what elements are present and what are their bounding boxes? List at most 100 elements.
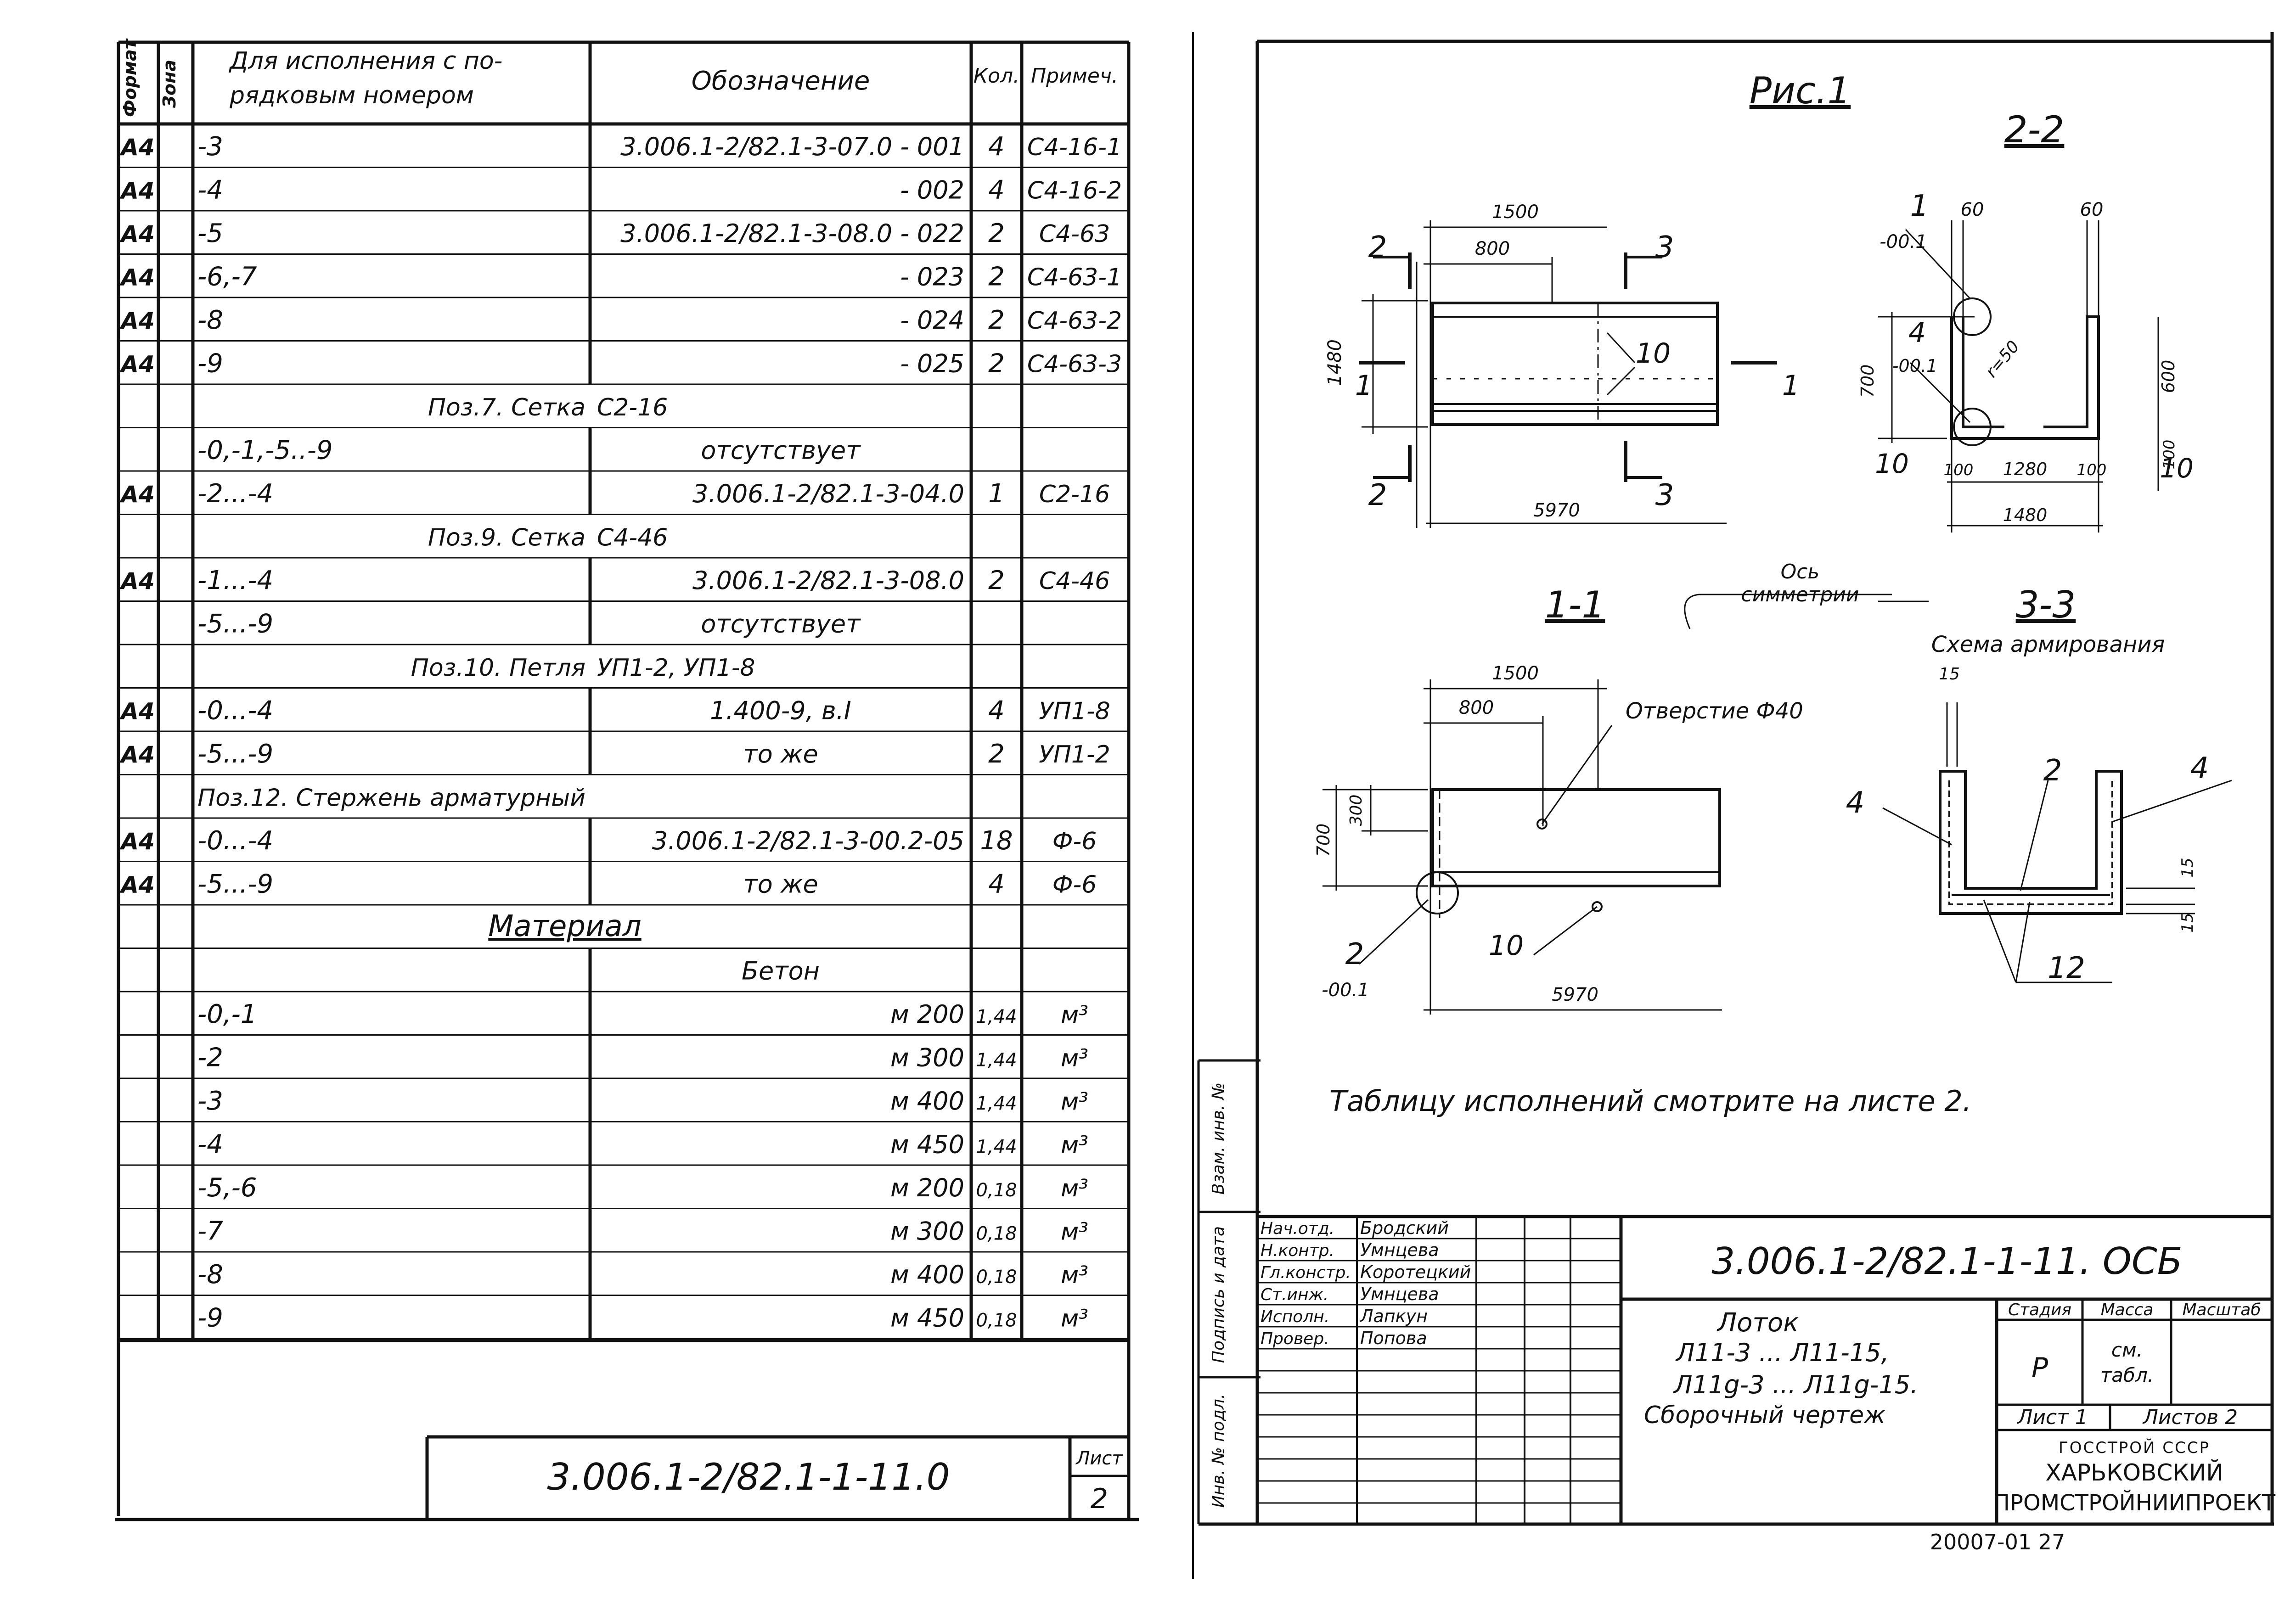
row-variant: -8 bbox=[197, 1260, 223, 1290]
row-note: м³ bbox=[1061, 1175, 1088, 1202]
row-format: А4 bbox=[119, 698, 155, 725]
signer-role: Исполн. bbox=[1261, 1307, 1329, 1326]
row-note: м³ bbox=[1061, 1262, 1088, 1289]
row-qty: 2 bbox=[988, 219, 1005, 248]
row-qty: 1,44 bbox=[976, 1050, 1017, 1071]
sheet-number: Лист 1 bbox=[2016, 1406, 2088, 1429]
callout-1: 1 bbox=[1910, 189, 1929, 223]
row-note: Ф-6 bbox=[1052, 828, 1097, 855]
org-name: ПРОМСТРОЙНИИПРОЕКТ bbox=[1993, 1490, 2276, 1516]
section-value: УП1-2, УП1-8 bbox=[597, 654, 755, 682]
section-mark: 3 bbox=[1655, 478, 1674, 512]
row-variant: -5...-9 bbox=[197, 739, 273, 769]
dim-label: -00.1 bbox=[1892, 356, 1937, 376]
row-designation: то же bbox=[743, 740, 818, 768]
row-designation: 3.006.1-2/82.1-3-00.2-05 bbox=[652, 826, 964, 855]
dim-label: 100 bbox=[1944, 461, 1974, 479]
stamp-code: 3.006.1-2/82.1-1-11.0 bbox=[547, 1456, 950, 1498]
row-variant: -5...-9 bbox=[197, 869, 273, 899]
row-format: А4 bbox=[119, 178, 155, 204]
assembly-sheet bbox=[1197, 32, 2274, 1526]
header-zone: Зона bbox=[159, 60, 180, 108]
row-format: А4 bbox=[119, 264, 155, 291]
dim-label: 800 bbox=[1459, 697, 1494, 718]
dim-label: 5970 bbox=[1552, 984, 1598, 1005]
section-mark: 3 bbox=[1655, 230, 1674, 264]
signer-name: Попова bbox=[1360, 1328, 1427, 1348]
section-title: Материал bbox=[488, 909, 641, 943]
row-note: С4-63 bbox=[1039, 220, 1110, 248]
row-qty: 0,18 bbox=[976, 1180, 1017, 1201]
signature-grid bbox=[1257, 1217, 1621, 1524]
row-variant: -2 bbox=[197, 1043, 223, 1073]
callout-2: 2 bbox=[1345, 937, 1364, 971]
spec-sheet bbox=[115, 32, 1194, 1579]
row-designation: м 450 bbox=[890, 1130, 964, 1159]
row-designation: м 300 bbox=[890, 1043, 964, 1072]
header-format: Формат bbox=[120, 38, 140, 117]
row-qty: 2 bbox=[988, 305, 1005, 335]
signer-name: Умнцева bbox=[1360, 1240, 1439, 1260]
title-line: Сборочный чертеж bbox=[1644, 1402, 1885, 1429]
dim-label: 1280 bbox=[2003, 459, 2048, 479]
row-variant: -9 bbox=[197, 349, 223, 379]
callout-10: 10 bbox=[1636, 337, 1671, 370]
row-designation: м 200 bbox=[890, 1000, 964, 1029]
callout-4: 4 bbox=[1908, 317, 1926, 349]
row-designation: м 300 bbox=[890, 1217, 964, 1246]
dim-label: 60 bbox=[2080, 199, 2104, 220]
row-designation: м 450 bbox=[890, 1304, 964, 1333]
hole-label: Отверстие Ф40 bbox=[1626, 698, 1803, 724]
row-variant: -8 bbox=[197, 305, 223, 335]
title-line: Л11g-3 ... Л11g-15. bbox=[1673, 1370, 1918, 1399]
dim-label: 1500 bbox=[1492, 202, 1539, 223]
row-note: С4-63-3 bbox=[1027, 351, 1122, 378]
row-variant: -0,-1 bbox=[197, 999, 257, 1029]
row-designation: - 002 bbox=[900, 176, 964, 205]
dim-label: 600 bbox=[2158, 360, 2178, 393]
mass-value: табл. bbox=[2100, 1364, 2154, 1386]
dim-label: 700 bbox=[1857, 364, 1878, 398]
row-note: м³ bbox=[1061, 1088, 1088, 1116]
row-designation: 3.006.1-2/82.1-3-08.0 bbox=[692, 566, 964, 595]
callout-12: 12 bbox=[2048, 951, 2085, 985]
row-variant: -7 bbox=[197, 1217, 223, 1246]
dim-label: 1480 bbox=[2003, 505, 2048, 525]
row-format: А4 bbox=[119, 568, 155, 594]
row-note: Ф-6 bbox=[1052, 871, 1097, 899]
dim-label: 1480 bbox=[1324, 339, 1345, 386]
header-qty: Кол. bbox=[974, 64, 1019, 88]
row-variant: -1...-4 bbox=[197, 566, 273, 595]
row-note: С4-16-1 bbox=[1027, 134, 1122, 161]
signer-role: Гл.констр. bbox=[1261, 1263, 1351, 1282]
side-label: Подпись и дата bbox=[1209, 1226, 1228, 1363]
row-variant: -0,-1,-5..-9 bbox=[197, 436, 333, 465]
row-format: А4 bbox=[119, 741, 155, 768]
section-value: С4-46 bbox=[597, 524, 668, 552]
dim-label: 60 bbox=[1961, 199, 1984, 220]
document-code: 3.006.1-2/82.1-1-11. ОСБ bbox=[1711, 1240, 2182, 1283]
row-designation: 3.006.1-2/82.1-3-04.0 bbox=[692, 479, 964, 508]
axis-label: симметрии bbox=[1741, 583, 1859, 606]
dim-label: 15 bbox=[2178, 913, 2197, 932]
dim-label: 300 bbox=[1347, 795, 1366, 826]
row-qty: 4 bbox=[988, 175, 1005, 205]
dim-label: 800 bbox=[1475, 238, 1510, 259]
row-variant: -0...-4 bbox=[197, 826, 273, 856]
side-label: Взам. инв. № bbox=[1209, 1082, 1228, 1194]
org-name: ХАРЬКОВСКИЙ bbox=[2045, 1459, 2223, 1486]
row-variant: -6,-7 bbox=[197, 262, 257, 292]
row-qty: 2 bbox=[988, 349, 1005, 379]
row-note: УП1-8 bbox=[1039, 698, 1110, 725]
row-format: А4 bbox=[119, 134, 155, 161]
sheet-label: Лист bbox=[1075, 1448, 1123, 1469]
row-variant: -0...-4 bbox=[197, 696, 273, 726]
footer-code: 20007-01 27 bbox=[1930, 1530, 2065, 1554]
callout-4: 4 bbox=[2190, 751, 2209, 785]
dim-label: 700 bbox=[1313, 824, 1334, 857]
dim-label: 15 bbox=[1939, 665, 1960, 684]
row-designation: то же bbox=[743, 870, 818, 899]
